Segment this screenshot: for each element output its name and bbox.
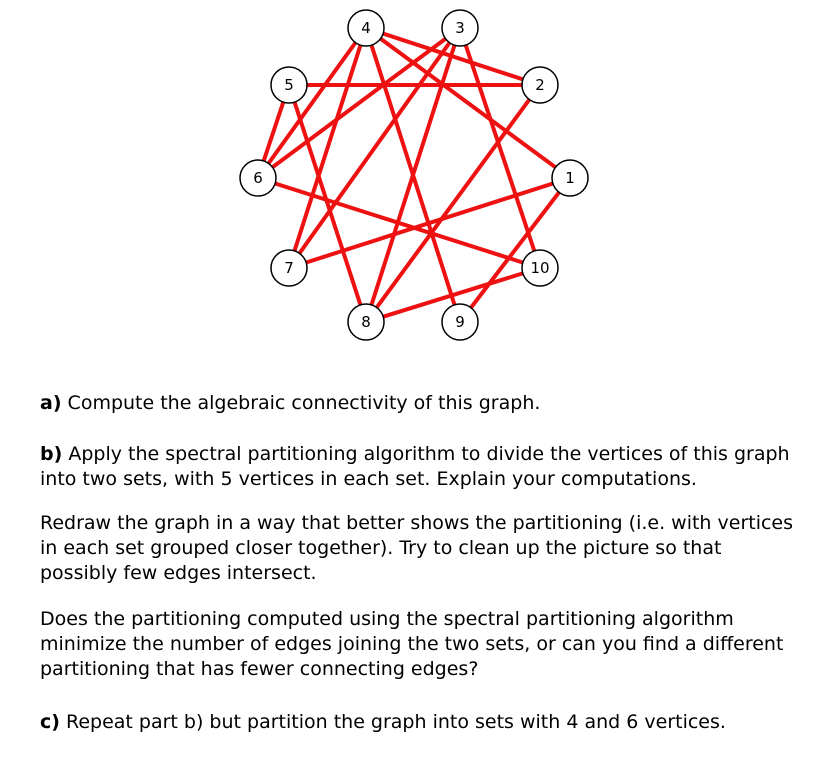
graph-node-label-10: 10 <box>530 259 549 277</box>
graph-node-6 <box>239 159 277 197</box>
graph-edge-5-8 <box>287 84 368 323</box>
graph-node-9 <box>441 303 479 341</box>
graph-edge-2-4 <box>365 26 541 87</box>
problem-c-label: c) <box>40 711 60 733</box>
graph-edge-8-2 <box>364 83 542 324</box>
graph-edges <box>256 26 572 324</box>
problem-b: b) Apply the spectral partitioning algor… <box>40 442 800 492</box>
graph-node-7 <box>270 249 308 287</box>
problem-minimize: Does the partitioning computed using the… <box>40 607 800 682</box>
graph-edge-4-1 <box>364 26 572 180</box>
problem-c: c) Repeat part b) but partition the grap… <box>40 710 800 735</box>
problem-redraw: Redraw the graph in a way that better sh… <box>40 511 800 586</box>
graph-node-3 <box>441 9 479 47</box>
graph-node-1 <box>551 159 589 197</box>
graph-node-label-2: 2 <box>535 76 545 94</box>
graph-node-label-4: 4 <box>361 19 371 37</box>
graph-node-label-9: 9 <box>455 313 465 331</box>
problem-a-text: Compute the algebraic connectivity of th… <box>61 392 541 414</box>
graph-edge-7-3 <box>287 26 462 270</box>
problem-b-text: Apply the spectral partitioning algorith… <box>40 443 790 490</box>
graph-node-label-1: 1 <box>565 169 575 187</box>
graph-edge-6-3 <box>256 26 462 180</box>
problem-redraw-text: Redraw the graph in a way that better sh… <box>40 512 794 584</box>
graph-node-label-7: 7 <box>284 259 294 277</box>
problem-minimize-text: Does the partitioning computed using the… <box>40 608 784 680</box>
problem-a-label: a) <box>40 392 62 414</box>
graph-node-4 <box>347 9 385 47</box>
graph-nodes: 1 2 3 4 5 6 7 8 9 10 <box>239 9 589 341</box>
problem-a: a) Compute the algebraic connectivity of… <box>40 391 800 416</box>
problem-b-label: b) <box>40 443 63 465</box>
graph-node-label-8: 8 <box>361 313 371 331</box>
graph-edge-1-9 <box>458 176 572 324</box>
graph-figure: 1 2 3 4 5 6 7 8 9 10 <box>239 9 589 341</box>
graph-edge-7-4 <box>287 27 368 269</box>
graph-edge-6-4 <box>256 26 368 180</box>
graph-node-label-6: 6 <box>253 169 263 187</box>
graph-node-2 <box>521 66 559 104</box>
problem-c-text: Repeat part b) but partition the graph i… <box>59 711 726 733</box>
graph-node-5 <box>270 66 308 104</box>
graph-node-8 <box>347 303 385 341</box>
graph-node-label-3: 3 <box>455 19 465 37</box>
graph-edge-3-10 <box>458 27 542 269</box>
graph-node-label-5: 5 <box>284 76 294 94</box>
graph-edge-4-9 <box>364 27 462 323</box>
graph-node-10 <box>521 249 559 287</box>
